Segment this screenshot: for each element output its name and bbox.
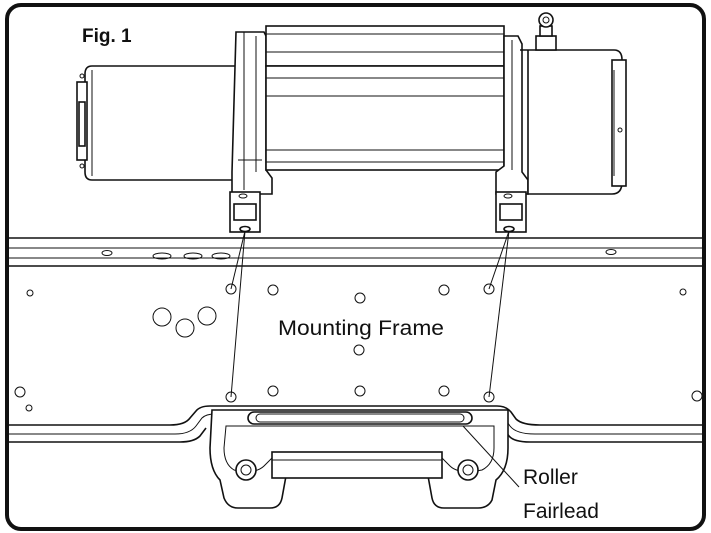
- winch-right-foot: [495, 191, 527, 233]
- fairlead-leader-line: [462, 425, 520, 488]
- fairlead-label-line2: Fairlead: [523, 500, 599, 523]
- winch-control-pack: [520, 12, 627, 195]
- roller-fairlead: [209, 409, 509, 509]
- alignment-lines: [230, 230, 510, 398]
- fairlead-label-line1: Roller: [523, 466, 578, 489]
- winch: [76, 12, 627, 233]
- winch-left-foot: [229, 191, 261, 233]
- winch-drum: [265, 25, 505, 171]
- mounting-frame-label: Mounting Frame: [278, 317, 444, 340]
- figure-label: Fig. 1: [82, 26, 132, 47]
- winch-motor: [76, 65, 237, 181]
- winch-left-housing: [231, 31, 273, 195]
